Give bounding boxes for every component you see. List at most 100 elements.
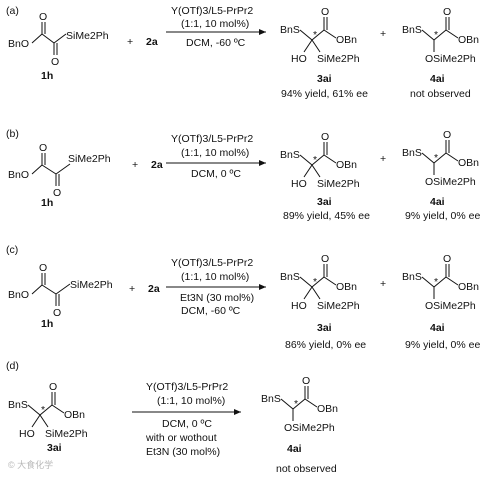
compound-label: 4ai [430,322,445,334]
atom-simephph: SiMe2Ph [317,53,360,65]
bond [280,398,294,410]
bond [311,29,325,41]
stereocenter-mark: * [434,276,438,288]
product-structure: BnS O OBn HO SiMe2Ph * 3ai 89% yield, 45… [280,131,370,222]
bond [421,29,435,41]
panel-label: (c) [6,244,18,256]
plus-sign: + [380,28,386,40]
compound-label: 3ai [317,322,332,334]
atom-bns: BnS [402,24,422,36]
plus-sign: + [380,153,386,165]
atom-o: O [39,142,47,154]
arrow-head [259,29,266,35]
catalyst-text: Y(OTf)3/L5-PrPr2 [171,5,253,17]
loading-text: (1:1, 10 mol%) [181,18,249,30]
atom-simephph: SiMe2Ph [66,30,109,42]
bond [323,154,337,164]
result-text: 94% yield, 61% ee [281,88,368,100]
atom-obn: OBn [64,409,85,421]
atom-ho: HO [291,53,307,65]
additive-text: Et3N (30 mol%) [180,292,254,304]
bond [27,404,41,416]
bond [433,152,447,164]
atom-o: O [49,381,57,393]
solvent-text: DCM, -60 ºC [186,37,246,49]
atom-simephph: SiMe2Ph [68,153,111,165]
additive-text: Et3N (30 mol%) [146,446,220,458]
plus-sign: + [129,283,135,295]
solvent-text: DCM, 0 ºC [162,418,212,430]
bond [311,39,321,53]
reagent-label: 2a [148,283,160,295]
compound-label: 4ai [430,73,445,85]
catalyst-text: Y(OTf)3/L5-PrPr2 [171,257,253,269]
stereocenter-mark: * [434,152,438,164]
panel-c: (c) O BnO O SiMe2Ph 1h + 2a Y(OTf)3/L5-P… [6,244,480,351]
catalyst-text: Y(OTf)3/L5-PrPr2 [146,381,228,393]
atom-o: O [53,187,61,199]
compound-label: 3ai [317,73,332,85]
bond [303,39,313,53]
bond [53,33,67,44]
bond [55,163,71,175]
atom-o: O [39,262,47,274]
bond [303,164,313,178]
panel-d: (d) BnS O OBn HO SiMe2Ph * 3ai Y(OTf)3/L… [6,360,338,475]
atom-o: O [443,129,451,141]
atom-obn: OBn [336,159,357,171]
solvent-text: DCM, 0 ºC [191,168,241,180]
result-text: 9% yield, 0% ee [405,210,480,222]
bond [323,276,337,286]
bond [433,29,447,41]
stereocenter-mark: * [313,29,317,41]
atom-o: O [321,6,329,18]
bond [299,29,313,41]
bond [31,284,43,295]
atom-bns: BnS [280,24,300,36]
bond [41,164,57,175]
product-structure: BnS O OBn HO SiMe2Ph * 3ai 86% yield, 0%… [280,253,366,351]
atom-obn: OBn [458,34,479,46]
result-text: not observed [276,463,337,475]
watermark: © 大食化学 [8,459,53,470]
byproduct-structure: BnS O OBn OSiMe2Ph * 4ai 9% yield, 0% ee [402,129,480,222]
solvent-text: DCM, -60 ºC [181,305,241,317]
atom-osimephph: OSiMe2Ph [425,176,476,188]
atom-simephph: SiMe2Ph [70,279,113,291]
bond [39,404,53,416]
bond [303,286,313,300]
compound-label: 4ai [287,443,302,455]
reactant-structure: BnO O O SiMe2Ph 1h [8,11,109,82]
atom-o: O [443,253,451,265]
reactant-structure: O BnO O SiMe2Ph 1h [8,142,111,209]
loading-text: (1:1, 10 mol%) [181,147,249,159]
bond [31,33,43,44]
bond [55,283,71,295]
atom-bno: BnO [8,289,29,301]
atom-obn: OBn [458,157,479,169]
byproduct-structure: BnS O OBn OSiMe2Ph * 4ai not observed [402,6,479,100]
atom-obn: OBn [317,403,338,415]
bond [311,154,325,166]
panel-label: (d) [6,360,19,372]
result-text: not observed [410,88,471,100]
atom-simephph: SiMe2Ph [317,178,360,190]
stereocenter-mark: * [41,404,45,416]
atom-bns: BnS [280,271,300,283]
stereocenter-mark: * [313,154,317,166]
stereocenter-mark: * [434,29,438,41]
compound-label: 3ai [47,442,62,454]
bond [445,29,459,39]
compound-label: 1h [41,197,53,209]
plus-sign: + [127,36,133,48]
atom-ho: HO [291,300,307,312]
atom-o: O [51,56,59,68]
bond [433,276,447,288]
atom-osimephph: OSiMe2Ph [425,53,476,65]
atom-bns: BnS [280,149,300,161]
result-text: 9% yield, 0% ee [405,339,480,351]
compound-label: 1h [41,70,53,82]
atom-o: O [39,11,47,23]
reactant-structure: BnS O OBn HO SiMe2Ph * 3ai [8,381,88,454]
atom-o: O [443,6,451,18]
